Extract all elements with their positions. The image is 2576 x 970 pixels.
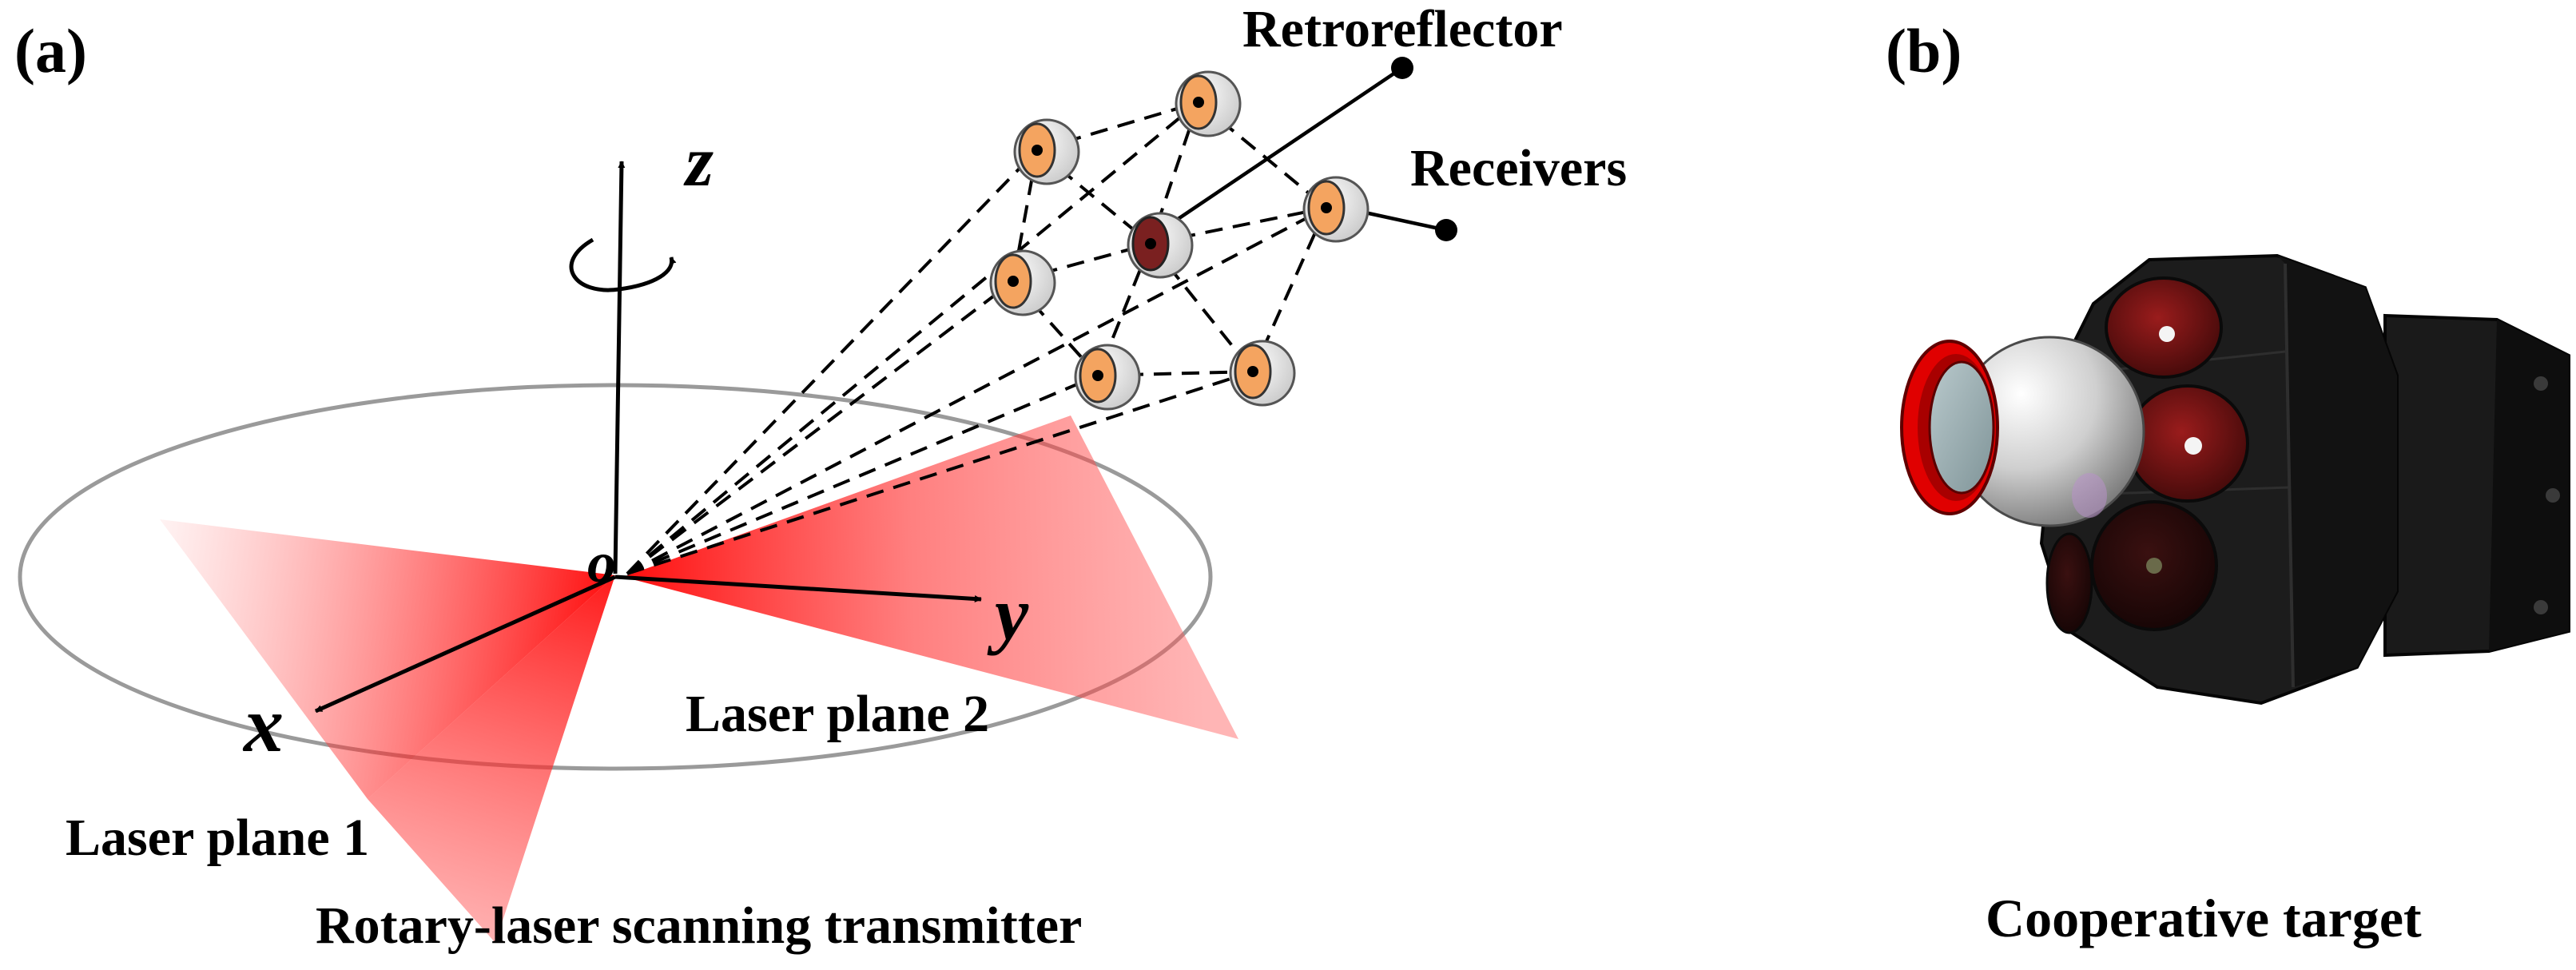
receiver-1 <box>1013 118 1080 185</box>
origin-to-receiver-rays <box>626 101 1327 575</box>
panel-b: (b) <box>1886 16 2570 948</box>
retroreflector-leader-dot <box>1391 57 1413 79</box>
x-axis <box>314 574 617 714</box>
panel-a: (a) <box>14 0 1627 955</box>
retroreflector-label: Retroreflector <box>1242 0 1563 58</box>
receiver-5 <box>1074 344 1141 411</box>
z-axis-label: z <box>683 122 714 201</box>
receivers-label: Receivers <box>1410 139 1627 197</box>
y-axis <box>614 574 982 602</box>
scanning-ellipse <box>18 383 1213 771</box>
receiver-2 <box>1175 70 1242 137</box>
laser-plane-2-label: Laser plane 2 <box>686 685 989 743</box>
panel-a-tag: (a) <box>14 16 87 85</box>
receiver-4 <box>1302 176 1369 243</box>
laser-plane-1 <box>368 575 615 943</box>
receivers-leader-dot <box>1435 219 1457 241</box>
transmitter-label: Rotary-laser scanning transmitter <box>316 896 1082 955</box>
laser-plane-1-upper <box>160 519 615 799</box>
receiver-3 <box>989 249 1056 316</box>
z-axis <box>613 161 626 574</box>
retroreflector-sphere <box>1127 212 1194 279</box>
x-axis-label: x <box>242 680 284 769</box>
cooperative-target-illustration <box>1900 253 2570 706</box>
panel-b-tag: (b) <box>1886 16 1962 85</box>
rotation-arrow-icon <box>569 237 677 292</box>
laser-plane-1-label: Laser plane 1 <box>66 809 369 867</box>
laser-plane-2 <box>623 415 1238 739</box>
cooperative-target-caption: Cooperative target <box>1986 888 2422 948</box>
receiver-6 <box>1229 340 1296 407</box>
origin-label: o <box>587 531 616 594</box>
